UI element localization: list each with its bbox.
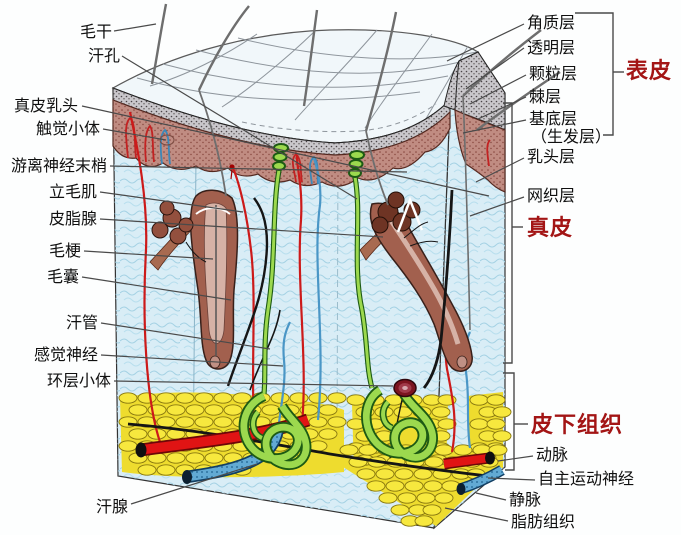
leader-sweat-duct: [100, 322, 271, 350]
lamellar-corpuscle-body: [393, 378, 417, 398]
leader-lines: [81, 23, 536, 522]
sweat-gland-left: [238, 391, 312, 471]
capillary-loops: [125, 116, 491, 185]
label-vein: 静脉: [509, 492, 542, 509]
leader-hair-stem: [83, 250, 214, 260]
leader-sweat-pore: [121, 55, 358, 200]
label-hair-follicle: 毛囊: [46, 269, 79, 286]
leader-sebaceous-gland: [99, 218, 384, 238]
label-subcutaneous-tissue: 皮下组织: [531, 412, 624, 437]
label-sensory-nerve: 感觉神经: [33, 347, 98, 364]
label-hair-shaft: 毛干: [79, 24, 112, 41]
leader-free-nerve-endings: [109, 165, 408, 173]
leader-autonomic-motor-nerve: [487, 477, 536, 481]
leader-dermal-papilla: [81, 105, 490, 197]
sebaceous-gland-left: [151, 200, 194, 245]
label-dermis: 真皮: [527, 215, 574, 240]
leader-stratum-lucidum: [465, 47, 525, 90]
sweat-gland-right: [361, 385, 438, 463]
hair-follicle-right: [359, 191, 473, 372]
leader-tactile-corpuscle: [102, 128, 167, 141]
label-sweat-gland: 汗腺: [95, 499, 128, 516]
leader-stratum-basale: [462, 119, 527, 134]
leader-lamellar-corpuscle: [113, 380, 394, 387]
label-sweat-duct: 汗管: [65, 315, 98, 332]
label-dermal-papilla: 真皮乳头: [13, 98, 78, 115]
nerves: [127, 189, 497, 479]
autonomic-nerve-trunk: [127, 422, 497, 479]
hair-papilla-right: [456, 355, 468, 369]
label-reticular-layer: 网织层: [527, 188, 576, 205]
label-hair-stem: 毛梗: [48, 243, 81, 260]
label-tactile-corpuscle: 触觉小体: [35, 121, 100, 138]
label-papillary-layer: 乳头层: [527, 149, 576, 166]
leader-hair-follicle: [81, 276, 232, 301]
leader-adipose-tissue: [444, 507, 509, 522]
epidermis-band: [112, 51, 506, 193]
leader-stratum-spinosum: [477, 96, 527, 120]
label-adipose-tissue: 脂肪组织: [511, 514, 576, 531]
leader-sweat-gland: [130, 463, 258, 505]
label-autonomic-motor-nerve: 自主运动神经: [538, 471, 635, 488]
section-brackets: [503, 12, 624, 471]
leader-reticular-layer: [469, 196, 525, 217]
label-lamellar-corpuscle: 环层小体: [46, 373, 111, 390]
deep-nerve-right: [422, 189, 454, 389]
surface-grid-lines: [136, 29, 478, 133]
leader-stratum-corneum: [446, 23, 525, 62]
label-stratum-basale-sub: （生发层）: [531, 129, 612, 146]
leader-vein: [475, 492, 507, 501]
leader-stratum-granulosum: [469, 74, 527, 105]
epidermis-bracket: [575, 12, 614, 136]
label-stratum-lucidum: 透明层: [527, 40, 576, 57]
label-epidermis: 表皮: [626, 58, 673, 83]
label-stratum-corneum: 角质层: [527, 15, 576, 32]
sensory-nerve-curve: [226, 197, 269, 387]
label-sweat-pore: 汗孔: [87, 48, 120, 65]
label-artery: 动脉: [536, 447, 569, 464]
label-sebaceous-gland: 皮脂腺: [48, 211, 97, 228]
tactile-corpuscle-body: [159, 134, 175, 146]
label-stratum-spinosum: 棘层: [529, 89, 562, 106]
leader-arrector-pili: [99, 191, 244, 213]
leader-artery: [497, 455, 534, 462]
leader-sensory-nerve: [100, 354, 284, 367]
dermis-bracket: [503, 102, 513, 364]
label-arrector-pili: 立毛肌: [48, 184, 97, 201]
leader-hair-shaft: [113, 23, 157, 32]
subcutaneous-bracket: [503, 372, 515, 471]
leader-papillary-layer: [475, 157, 525, 183]
face-crease-line-2: [336, 147, 339, 451]
label-stratum-granulosum: 颗粒层: [529, 66, 578, 83]
label-stratum-basale: 基底层: [529, 111, 578, 128]
label-free-nerve-endings: 游离神经末梢: [10, 158, 107, 175]
